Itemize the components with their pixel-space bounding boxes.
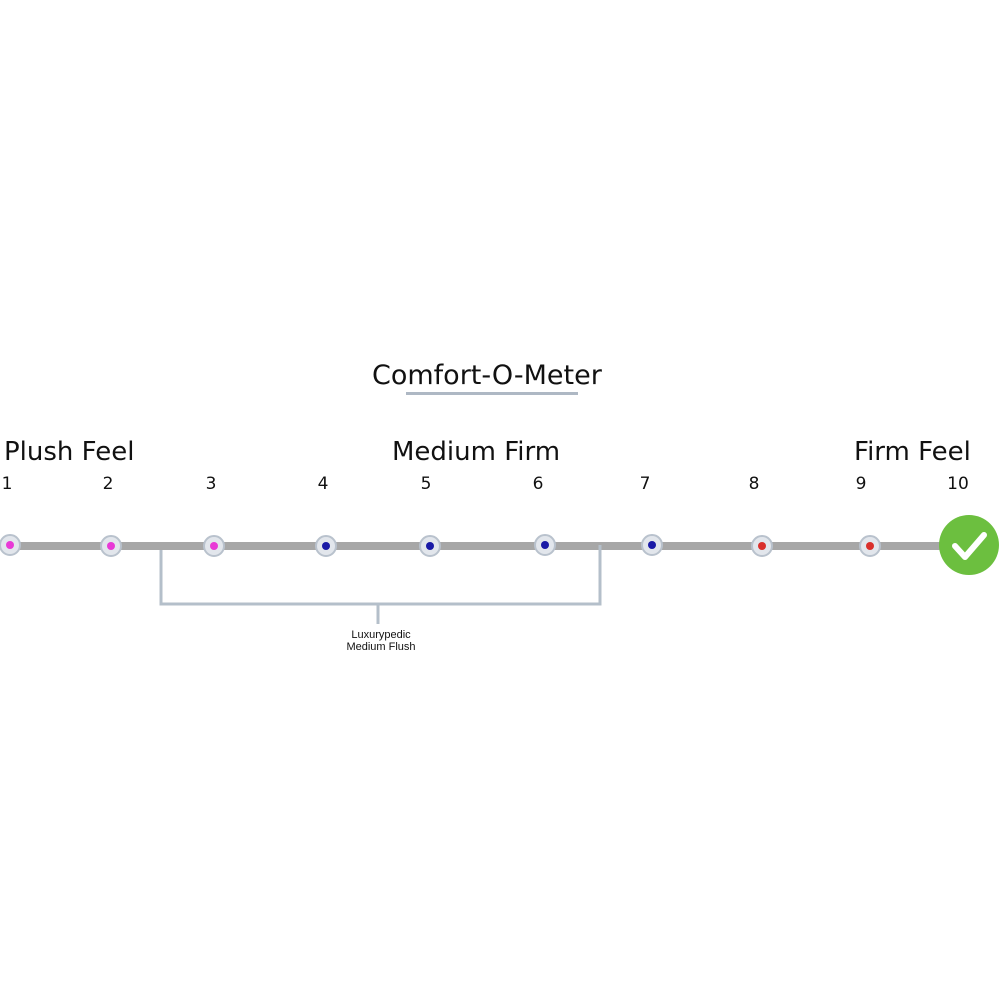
tick-label-5: 5 bbox=[420, 474, 432, 494]
scale-dot-8 bbox=[751, 535, 773, 557]
annotation-line-1: Luxurypedic bbox=[351, 629, 411, 641]
scale-dot-5 bbox=[419, 535, 441, 557]
page-title: Comfort-O-Meter bbox=[372, 360, 602, 391]
range-bracket bbox=[159, 545, 602, 606]
scale-dot-1 bbox=[0, 534, 21, 556]
scale-dot-4 bbox=[315, 535, 337, 557]
tick-label-9: 9 bbox=[855, 474, 867, 494]
tick-label-1: 1 bbox=[1, 474, 13, 494]
tick-label-8: 8 bbox=[748, 474, 760, 494]
product-annotation: Luxurypedic Medium Flush bbox=[346, 629, 415, 653]
tick-label-4: 4 bbox=[317, 474, 329, 494]
firm-feel-label: Firm Feel bbox=[854, 437, 971, 467]
scale-dot-6 bbox=[534, 534, 556, 556]
scale-dot-2 bbox=[100, 535, 122, 557]
tick-label-10: 10 bbox=[947, 474, 969, 494]
medium-firm-label: Medium Firm bbox=[392, 437, 561, 467]
tick-label-2: 2 bbox=[102, 474, 114, 494]
scale-dot-7 bbox=[641, 534, 663, 556]
tick-label-6: 6 bbox=[532, 474, 544, 494]
tick-label-3: 3 bbox=[205, 474, 217, 494]
scale-dot-9 bbox=[859, 535, 881, 557]
plush-feel-label: Plush Feel bbox=[4, 437, 135, 467]
title-underline bbox=[406, 392, 578, 395]
checkmark-icon bbox=[939, 515, 999, 575]
scale-dot-3 bbox=[203, 535, 225, 557]
tick-label-7: 7 bbox=[639, 474, 651, 494]
annotation-line-2: Medium Flush bbox=[346, 641, 416, 653]
